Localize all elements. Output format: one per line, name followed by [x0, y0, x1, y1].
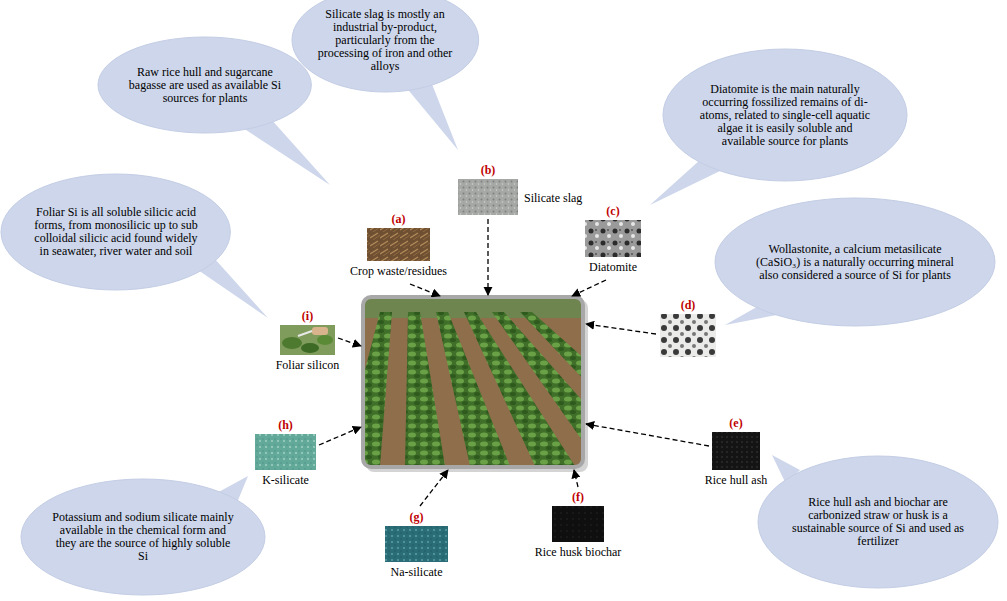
callout-text: Potassium and sodium silicate mainly ava… — [52, 511, 234, 563]
dashed-arrow — [338, 338, 361, 346]
callout-letter: (g) — [410, 510, 424, 524]
source-tile: (g) Na-silicate — [385, 510, 448, 579]
plant-row — [405, 312, 445, 466]
callout-text: Wollastonite, a calcium metasilicate (Ca… — [755, 243, 955, 282]
image-slot — [255, 434, 316, 470]
callout-letter: (d) — [681, 298, 696, 312]
callout-bubble: Rice hull ash and biochar are carbonized… — [758, 456, 998, 588]
source-label: Crop waste/residues — [350, 264, 447, 278]
tile-row: Silicate slag — [458, 177, 582, 218]
callout-letter: (f) — [572, 490, 584, 504]
dashed-arrow — [487, 219, 488, 295]
bubble-shape — [21, 479, 265, 595]
callout-letter: (b) — [458, 163, 518, 177]
wollastonite-photo — [660, 314, 716, 357]
crop-residue-photo — [367, 228, 430, 261]
dashed-arrow — [410, 284, 440, 296]
source-tile: (h) K-silicate — [255, 418, 316, 487]
callout-letter: (a) — [391, 212, 405, 226]
potato-field-photo — [364, 298, 582, 466]
image-slot — [660, 314, 716, 357]
source-tile: (b) Silicate slag — [458, 163, 582, 218]
callout-letter: (c) — [606, 204, 619, 218]
image-slot — [280, 325, 335, 355]
callout-text: Diatomite is the main naturally occurrin… — [695, 83, 875, 148]
leaf — [317, 335, 333, 345]
source-label: Na-silicate — [391, 565, 443, 579]
dashed-arrow — [319, 427, 361, 445]
source-label: Diatomite — [589, 260, 637, 274]
foliar-spray-photo — [280, 325, 335, 355]
source-label: Silicate slag — [524, 191, 582, 205]
callout-bubble: Diatomite is the main naturally occurrin… — [663, 49, 907, 181]
image-slot — [585, 220, 641, 257]
callout-letter: (h) — [278, 418, 293, 432]
plant-row — [436, 312, 510, 466]
spray — [298, 331, 312, 336]
plant-row — [520, 312, 582, 466]
dashed-arrow — [586, 324, 656, 334]
bubble-shape — [758, 456, 998, 588]
source-tile: (i) Foliar silicon — [276, 309, 340, 372]
supply-arrows — [319, 219, 709, 506]
source-label: Rice husk biochar — [535, 545, 622, 559]
plant-row — [492, 312, 582, 466]
bubble-tail — [198, 258, 268, 318]
dashed-arrow — [574, 470, 578, 487]
image-slot — [367, 228, 430, 261]
callout-bubble: Foliar Si is all soluble silicic acid fo… — [1, 174, 230, 290]
source-tile: (a) Crop waste/residues — [350, 212, 447, 278]
photo-frame — [363, 297, 583, 467]
slag-photo — [458, 179, 518, 215]
bubble-shape — [292, 0, 479, 92]
source-label: K-silicate — [262, 473, 309, 487]
callout-text: Raw rice hull and sugarcane bagasse are … — [125, 66, 285, 105]
source-tile: (e) Rice hull ash — [705, 416, 768, 487]
source-tile: (f) Rice husk biochar — [535, 490, 622, 559]
source-label: Foliar silicon — [276, 358, 340, 372]
callout-letter: (e) — [729, 416, 742, 430]
callout-bubble: Silicate slag is mostly an industrial by… — [292, 0, 479, 92]
callout-bubble: Potassium and sodium silicate mainly ava… — [21, 479, 265, 595]
diatomite-photo — [585, 220, 641, 257]
source-tile: (c) Diatomite — [585, 204, 641, 274]
leaf — [301, 343, 319, 353]
callout-text: Rice hull ash and biochar are carbonized… — [789, 496, 967, 548]
bubble-shape — [98, 37, 311, 133]
source-tile: (d) — [660, 298, 716, 360]
bubble-shape — [1, 174, 230, 290]
image-slot — [712, 432, 760, 470]
k-silicate-photo — [255, 434, 316, 470]
image-slot — [552, 506, 604, 542]
dashed-arrow — [586, 424, 709, 446]
dashed-arrow — [420, 470, 448, 506]
bubble-shape — [663, 49, 907, 181]
image-slot — [385, 526, 448, 562]
rice-hull-ash-photo — [712, 432, 760, 470]
plant-row — [364, 312, 392, 466]
hand — [312, 327, 328, 335]
callout-letter: (i) — [302, 309, 313, 323]
leaf — [282, 337, 302, 349]
dashed-arrow — [572, 280, 606, 296]
callout-text: Foliar Si is all soluble silicic acid fo… — [30, 206, 202, 258]
bubble-shape — [715, 198, 995, 326]
callout-bubble: Wollastonite, a calcium metasilicate (Ca… — [715, 198, 995, 326]
source-label: Rice hull ash — [705, 473, 768, 487]
image-slot — [458, 179, 518, 215]
biochar-photo — [552, 506, 604, 542]
photo-ground — [280, 325, 335, 355]
na-silicate-photo — [385, 526, 448, 562]
callout-bubble: Raw rice hull and sugarcane bagasse are … — [98, 37, 311, 133]
callout-text: Silicate slag is mostly an industrial by… — [315, 8, 455, 73]
